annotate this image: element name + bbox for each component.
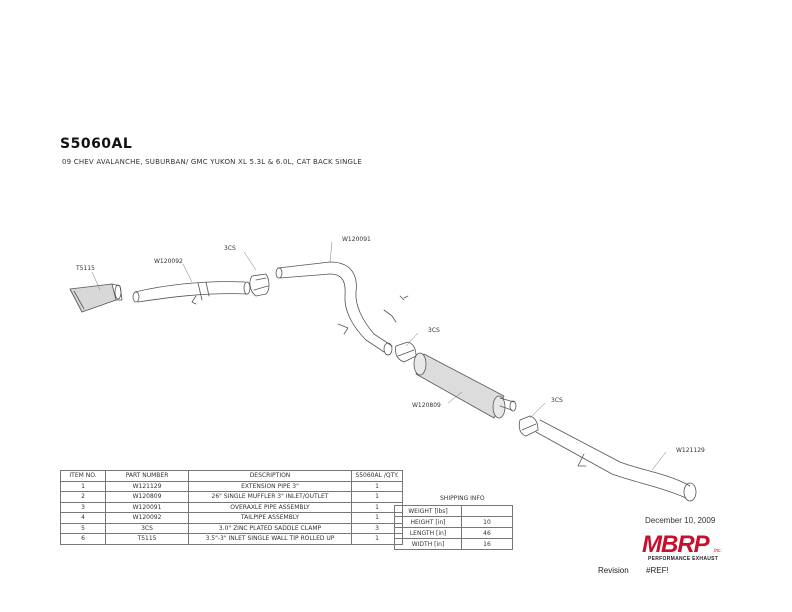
callout-w120809: W120809 (412, 402, 441, 409)
header-description: DESCRIPTION (188, 470, 352, 482)
ship-label: LENGTH [in] (394, 527, 462, 539)
header-part-number: PART NUMBER (105, 470, 189, 482)
tailpipe-assembly-drawing (132, 281, 251, 305)
table-row: 4 W120092 TAILPIPE ASSEMBLY 1 (60, 512, 403, 524)
cell-desc: OVERAXLE PIPE ASSEMBLY (188, 501, 352, 513)
muffler-drawing (413, 352, 517, 419)
cell-part: 3CS (105, 522, 189, 534)
cell-qty: 1 (351, 480, 403, 492)
callout-w120092: W120092 (154, 258, 183, 265)
cell-part: T5115 (105, 533, 189, 545)
ship-label: WEIGHT [lbs] (394, 505, 462, 517)
callout-w121129: W121129 (676, 447, 705, 454)
cell-item: 3 (60, 501, 106, 513)
cell-item: 1 (60, 480, 106, 492)
revision-label: Revision (598, 566, 629, 575)
overaxle-pipe-drawing (275, 261, 409, 356)
parts-table: ITEM NO. PART NUMBER DESCRIPTION S5060AL… (60, 470, 403, 545)
header-item-no: ITEM NO. (60, 470, 106, 482)
ship-value: 16 (461, 538, 513, 550)
cell-desc: 3.0" ZINC PLATED SADDLE CLAMP (188, 522, 352, 534)
revision-value: #REF! (646, 566, 669, 575)
cell-item: 6 (60, 533, 106, 545)
logo-inc: Inc. (714, 548, 722, 554)
callout-t5115: T5115 (75, 265, 95, 272)
cell-desc: 26" SINGLE MUFFLER 3" INLET/OUTLET (188, 491, 352, 503)
table-row: 2 W120809 26" SINGLE MUFFLER 3" INLET/OU… (60, 491, 403, 503)
table-row: LENGTH [in] 46 (394, 527, 513, 539)
cell-item: 2 (60, 491, 106, 503)
callout-clamp-1: 3CS (224, 245, 236, 252)
saddle-clamp-2-drawing (395, 341, 417, 363)
ship-label: WIDTH [in] (394, 538, 462, 550)
cell-desc: TAILPIPE ASSEMBLY (188, 512, 352, 524)
table-row: HEIGHT [in] 10 (394, 516, 513, 528)
cell-desc: EXTENSION PIPE 3" (188, 480, 352, 492)
callout-w120091: W120091 (342, 236, 371, 243)
cell-item: 5 (60, 522, 106, 534)
cell-desc: 3.5"-3" INLET SINGLE WALL TIP ROLLED UP (188, 533, 352, 545)
callout-clamp-2: 3CS (428, 327, 440, 334)
callout-clamp-3: 3CS (551, 397, 563, 404)
cell-part: W120091 (105, 501, 189, 513)
table-row: 3 W120091 OVERAXLE PIPE ASSEMBLY 1 (60, 501, 403, 513)
extension-pipe-drawing (535, 419, 697, 502)
cell-part: W120092 (105, 512, 189, 524)
table-row: 1 W121129 EXTENSION PIPE 3" 1 (60, 480, 403, 492)
logo-tagline: PERFORMANCE EXHAUST (648, 556, 718, 562)
ship-label: HEIGHT [in] (394, 516, 462, 528)
cell-qty: 1 (351, 491, 403, 503)
header-qty: S5060AL /QTY. (351, 470, 403, 482)
ship-value: 46 (461, 527, 513, 539)
table-row: WIDTH [in] 16 (394, 538, 513, 550)
cell-part: W120809 (105, 491, 189, 503)
drawing-title: S5060AL (60, 136, 133, 152)
exhaust-tip-drawing (69, 283, 123, 313)
shipping-info-table: WEIGHT [lbs] HEIGHT [in] 10 LENGTH [in] … (394, 505, 513, 550)
ship-value: 10 (461, 516, 513, 528)
logo-wordmark: MBRP (642, 531, 711, 558)
saddle-clamp-1-drawing (249, 273, 270, 297)
ship-value (461, 505, 513, 517)
shipping-info-title: SHIPPING INFO (440, 495, 485, 502)
parts-table-header: ITEM NO. PART NUMBER DESCRIPTION S5060AL… (60, 470, 403, 482)
saddle-clamp-3-drawing (518, 415, 539, 437)
cell-part: W121129 (105, 480, 189, 492)
drawing-date: December 10, 2009 (645, 516, 716, 525)
table-row: WEIGHT [lbs] (394, 505, 513, 517)
table-row: 5 3CS 3.0" ZINC PLATED SADDLE CLAMP 3 (60, 522, 403, 534)
mbrp-logo: MBRP Inc. PERFORMANCE EXHAUST (642, 531, 722, 562)
cell-item: 4 (60, 512, 106, 524)
table-row: 6 T5115 3.5"-3" INLET SINGLE WALL TIP RO… (60, 533, 403, 545)
drawing-subtitle: 09 CHEV AVALANCHE, SUBURBAN/ GMC YUKON X… (62, 158, 362, 166)
